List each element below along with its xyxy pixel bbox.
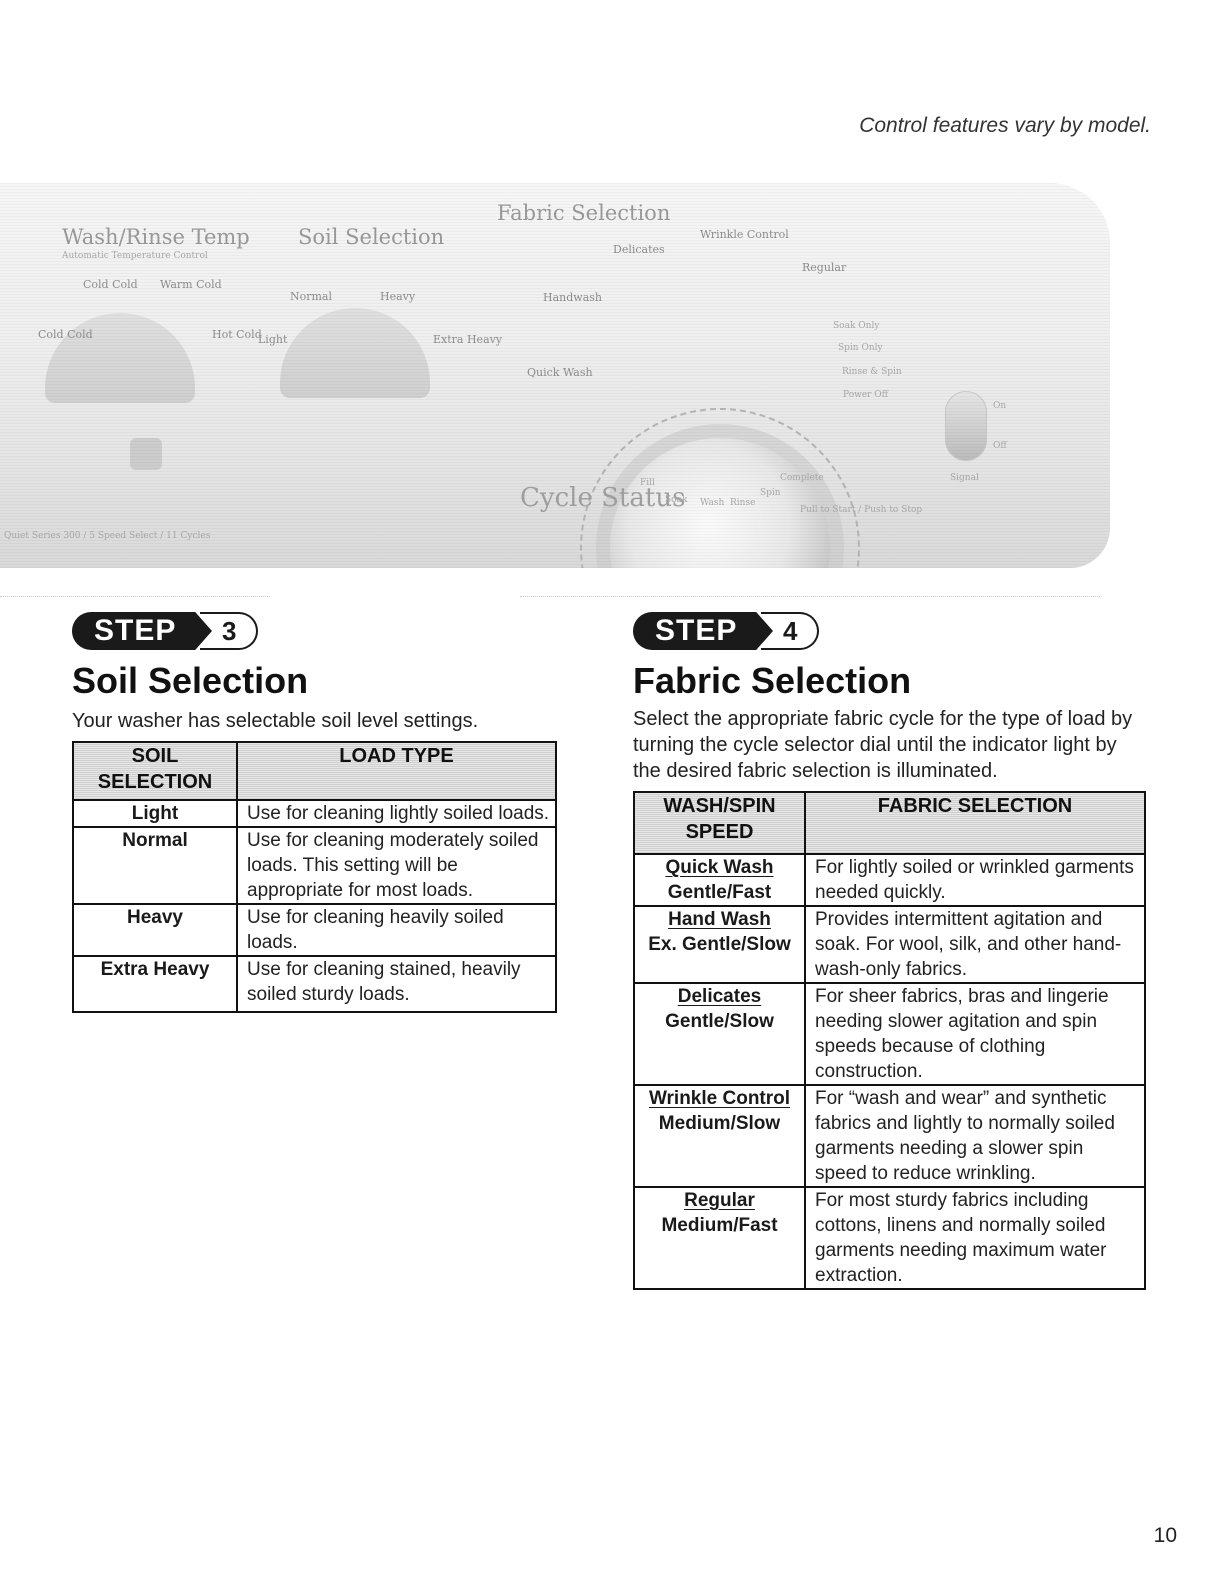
fabric-key: Delicates Gentle/Slow [633, 982, 806, 1086]
panel-temp-label: Warm Cold [160, 278, 222, 291]
table-row: Light Use for cleaning lightly soiled lo… [72, 799, 557, 828]
panel-dial-label: Soak Only [833, 321, 880, 331]
fabric-speed: Ex. Gentle/Slow [648, 934, 791, 955]
panel-wash-rinse-sub: Automatic Temperature Control [62, 251, 208, 261]
soil-desc: Use for cleaning heavily soiled loads. [236, 903, 557, 957]
panel-status-label: Spin [760, 488, 781, 498]
model-note: Control features vary by model. [859, 114, 1151, 137]
table-row: Delicates Gentle/Slow For sheer fabrics,… [633, 982, 1146, 1086]
fabric-name: Wrinkle Control [648, 1088, 791, 1109]
step-3-label: STEP [72, 612, 212, 650]
panel-status-label: Complete [780, 473, 824, 483]
fabric-name: Regular [684, 1190, 755, 1211]
fabric-name: Quick Wash [665, 857, 774, 878]
panel-model-strip: Quiet Series 300 / 5 Speed Select / 11 C… [4, 531, 211, 541]
panel-lever [130, 438, 162, 470]
table-header-row: WASH/SPIN SPEED FABRIC SELECTION [633, 791, 1146, 855]
divider-left [0, 596, 270, 597]
step-4-label: STEP [633, 612, 773, 650]
speed-header-col: WASH/SPIN SPEED [633, 791, 806, 855]
step-4-intro: Select the appropriate fabric cycle for … [633, 708, 1133, 782]
temp-knob-fan [45, 313, 195, 403]
fabric-name: Delicates [677, 986, 762, 1007]
fabric-speed: Gentle/Fast [667, 882, 772, 903]
step-3-intro: Your washer has selectable soil level se… [72, 710, 479, 732]
panel-soil-label: Light [258, 333, 288, 346]
panel-signal-label: Signal [950, 473, 979, 483]
soil-key: Extra Heavy [72, 955, 238, 1013]
panel-temp-label: Cold Cold [38, 328, 93, 341]
soil-key: Normal [72, 826, 238, 905]
fabric-speed: Gentle/Slow [665, 1011, 774, 1032]
table-row: Quick Wash Gentle/Fast For lightly soile… [633, 853, 1146, 907]
fabric-desc: For “wash and wear” and synthetic fabric… [804, 1084, 1146, 1188]
table-row: Wrinkle Control Medium/Slow For “wash an… [633, 1084, 1146, 1188]
page-number: 10 [1153, 1524, 1177, 1547]
fabric-key: Wrinkle Control Medium/Slow [633, 1084, 806, 1188]
panel-dial-label: Rinse & Spin [842, 367, 902, 377]
table-row: Hand Wash Ex. Gentle/Slow Provides inter… [633, 905, 1146, 984]
table-row: Extra Heavy Use for cleaning stained, he… [72, 955, 557, 1013]
panel-status-label: Soak [665, 495, 688, 505]
soil-desc: Use for cleaning stained, heavily soiled… [236, 955, 557, 1013]
fabric-desc: For most sturdy fabrics including cotton… [804, 1186, 1146, 1290]
fabric-key: Quick Wash Gentle/Fast [633, 853, 806, 907]
divider-right [520, 596, 1100, 597]
soil-key: Light [72, 799, 238, 828]
table-row: Normal Use for cleaning moderately soile… [72, 826, 557, 905]
panel-on-label: On [993, 401, 1007, 411]
step-4-title: Fabric Selection [633, 660, 912, 701]
panel-temp-label: Cold Cold [83, 278, 138, 291]
table-row: Regular Medium/Fast For most sturdy fabr… [633, 1186, 1146, 1290]
fabric-desc: For lightly soiled or wrinkled garments … [804, 853, 1146, 907]
fabric-speed: Medium/Fast [661, 1215, 778, 1236]
soil-desc: Use for cleaning moderately soiled loads… [236, 826, 557, 905]
panel-off-label: Off [993, 441, 1007, 451]
soil-header-col: SOIL SELECTION [72, 741, 238, 801]
load-type-header-col: LOAD TYPE [236, 741, 557, 801]
panel-fabric-selection: Fabric Selection [497, 201, 671, 225]
panel-dial-label: Handwash [543, 291, 602, 304]
fabric-desc: Provides intermittent agitation and soak… [804, 905, 1146, 984]
step-4-number: 4 [761, 612, 819, 650]
panel-dial-label: Wrinkle Control [700, 228, 789, 241]
table-row: Heavy Use for cleaning heavily soiled lo… [72, 903, 557, 957]
panel-status-label: Fill [640, 478, 655, 488]
step-3-title: Soil Selection [72, 660, 309, 701]
cycle-selector-dial [580, 408, 860, 568]
table-header-row: SOIL SELECTION LOAD TYPE [72, 741, 557, 801]
panel-dial-label: Power Off [843, 390, 889, 400]
fabric-name: Hand Wash [668, 909, 771, 930]
step-3-number: 3 [200, 612, 258, 650]
soil-selection-table: SOIL SELECTION LOAD TYPE Light Use for c… [72, 741, 557, 1013]
panel-soil-selection: Soil Selection [298, 225, 445, 249]
fabric-speed: Medium/Slow [658, 1113, 781, 1134]
panel-soil-label: Extra Heavy [433, 333, 503, 346]
panel-dial-label: Spin Only [838, 343, 883, 353]
panel-push-label: Pull to Start / Push to Stop [800, 505, 923, 515]
fabric-header-col: FABRIC SELECTION [804, 791, 1146, 855]
panel-soil-label: Normal [290, 290, 333, 303]
panel-soil-label: Heavy [380, 290, 416, 303]
panel-dial-label: Delicates [613, 243, 665, 256]
soil-desc: Use for cleaning lightly soiled loads. [236, 799, 557, 828]
panel-temp-label: Hot Cold [212, 328, 262, 341]
panel-status-label: Rinse [730, 498, 756, 508]
panel-dial-label: Quick Wash [527, 366, 593, 379]
panel-wash-rinse-temp: Wash/Rinse Temp [62, 225, 250, 249]
fabric-key: Regular Medium/Fast [633, 1186, 806, 1290]
control-panel-illustration: Wash/Rinse Temp Automatic Temperature Co… [0, 183, 1110, 568]
panel-status-label: Wash [700, 498, 725, 508]
fabric-desc: For sheer fabrics, bras and lingerie nee… [804, 982, 1146, 1086]
on-off-switch [945, 391, 987, 461]
soil-key: Heavy [72, 903, 238, 957]
soil-knob-fan [280, 308, 430, 398]
panel-dial-label: Regular [802, 261, 847, 274]
fabric-key: Hand Wash Ex. Gentle/Slow [633, 905, 806, 984]
panel-cycle-status: Cycle Status [520, 483, 686, 513]
fabric-selection-table: WASH/SPIN SPEED FABRIC SELECTION Quick W… [633, 791, 1146, 1290]
